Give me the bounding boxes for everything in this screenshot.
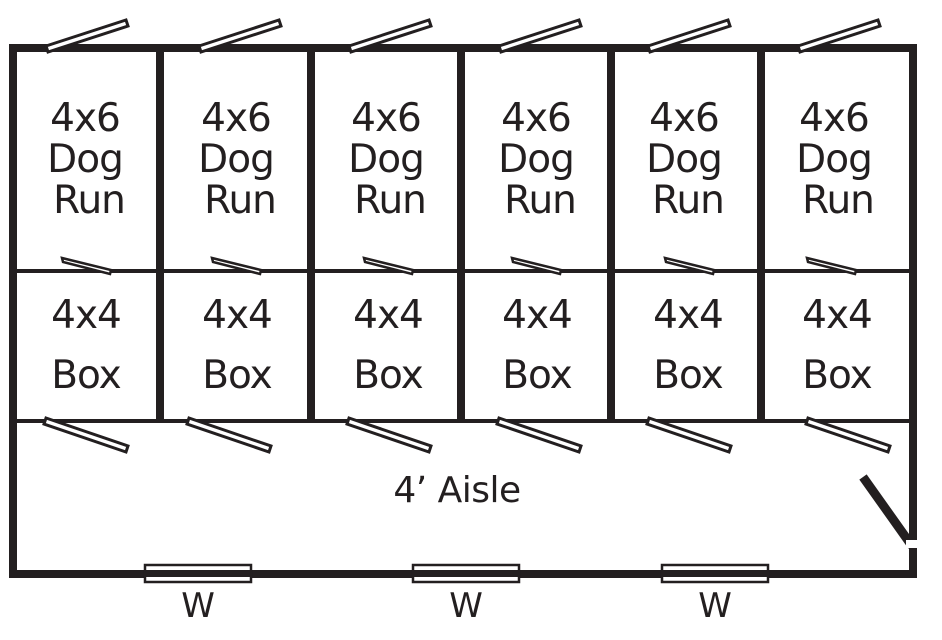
run-word-dog: Dog [498, 137, 575, 182]
box-size: 4x4 [353, 293, 424, 338]
box-2: 4x4 Box [167, 286, 307, 406]
window-label-3: W [698, 586, 732, 626]
run-word-run: Run [354, 178, 427, 223]
box-size: 4x4 [653, 293, 724, 338]
box-4: 4x4 Box [467, 286, 607, 406]
door-opening [906, 540, 920, 548]
run-word-run: Run [204, 178, 277, 223]
box-size: 4x4 [502, 293, 573, 338]
box-size: 4x4 [51, 293, 122, 338]
box-word: Box [802, 353, 873, 398]
box-3: 4x4 Box [318, 286, 458, 406]
box-size: 4x4 [802, 293, 873, 338]
run-word-dog: Dog [47, 137, 124, 182]
kennel-dividers [156, 48, 765, 421]
run-word-dog: Dog [198, 137, 275, 182]
run-word-run: Run [802, 178, 875, 223]
box-5: 4x4 Box [618, 286, 758, 406]
entry-door [859, 474, 916, 549]
dog-run-1: 4x6 Dog Run [15, 98, 155, 221]
dog-run-4: 4x6 Dog Run [466, 98, 606, 221]
aisle-label: 4’ Aisle [393, 470, 521, 511]
dog-run-3: 4x6 Dog Run [316, 98, 456, 221]
box-word: Box [653, 353, 724, 398]
run-size: 4x6 [351, 96, 422, 141]
run-size: 4x6 [501, 96, 572, 141]
dog-run-2: 4x6 Dog Run [166, 98, 306, 221]
box-word: Box [51, 353, 122, 398]
dog-run-5: 4x6 Dog Run [614, 98, 754, 221]
run-word-run: Run [53, 178, 126, 223]
run-doors-top [44, 18, 882, 54]
run-word-dog: Dog [348, 137, 425, 182]
run-size: 4x6 [50, 96, 121, 141]
run-word-run: Run [652, 178, 725, 223]
box-size: 4x4 [202, 293, 273, 338]
run-box-doors [60, 256, 858, 276]
run-word-run: Run [504, 178, 577, 223]
box-word: Box [353, 353, 424, 398]
box-aisle-doors [42, 416, 892, 454]
run-size: 4x6 [799, 96, 870, 141]
run-size: 4x6 [649, 96, 720, 141]
run-word-dog: Dog [796, 137, 873, 182]
windows [143, 563, 770, 584]
box-1: 4x4 Box [16, 286, 156, 406]
box-6: 4x4 Box [767, 286, 907, 406]
box-word: Box [202, 353, 273, 398]
run-size: 4x6 [201, 96, 272, 141]
dog-run-6: 4x6 Dog Run [764, 98, 904, 221]
run-word-dog: Dog [646, 137, 723, 182]
window-label-1: W [181, 586, 215, 626]
window-label-2: W [449, 586, 483, 626]
box-word: Box [502, 353, 573, 398]
